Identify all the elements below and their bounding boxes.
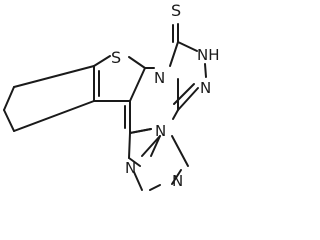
thiophene-ring bbox=[93, 55, 146, 102]
cyclopentane-ring bbox=[3, 65, 95, 132]
upper-triazole-ring bbox=[169, 23, 207, 111]
chemical-structure-diagram: S S NH N N N N N bbox=[3, 1, 220, 191]
lower-triazole-ring bbox=[128, 128, 189, 191]
lower-triazole-n-right-label: N bbox=[172, 172, 183, 190]
thione-sulfur-label: S bbox=[171, 1, 181, 20]
thiophene-sulfur-label: S bbox=[111, 48, 121, 67]
central-ring bbox=[124, 67, 179, 134]
nh-label: NH bbox=[197, 46, 220, 64]
bridgehead-n-top-label: N bbox=[154, 69, 165, 87]
triazole-n-right-label: N bbox=[200, 79, 211, 97]
lower-triazole-n-left-label: N bbox=[125, 159, 136, 177]
bridgehead-n-bottom-label: N bbox=[155, 122, 166, 140]
